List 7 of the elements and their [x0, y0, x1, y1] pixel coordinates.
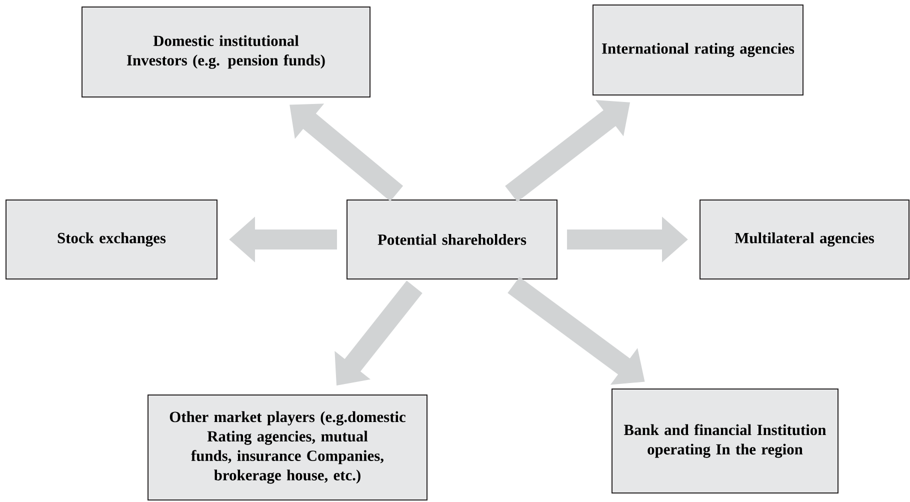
text-box: Multilateral agencies: [700, 200, 910, 280]
text-box: Stock exchanges: [6, 200, 218, 280]
text-box: International rating agencies: [592, 4, 804, 96]
text-box: Domestic institutional Investors (e.g. pension funds): [82, 6, 370, 98]
text-box: Bank and financial Institution operating In the region: [612, 388, 838, 494]
text-box: Potential shareholders: [346, 200, 558, 280]
text-box: Other market players (e.g.domestic Rating agencies, mutual funds, insurance Companies, brokerage house, etc.): [148, 394, 428, 500]
